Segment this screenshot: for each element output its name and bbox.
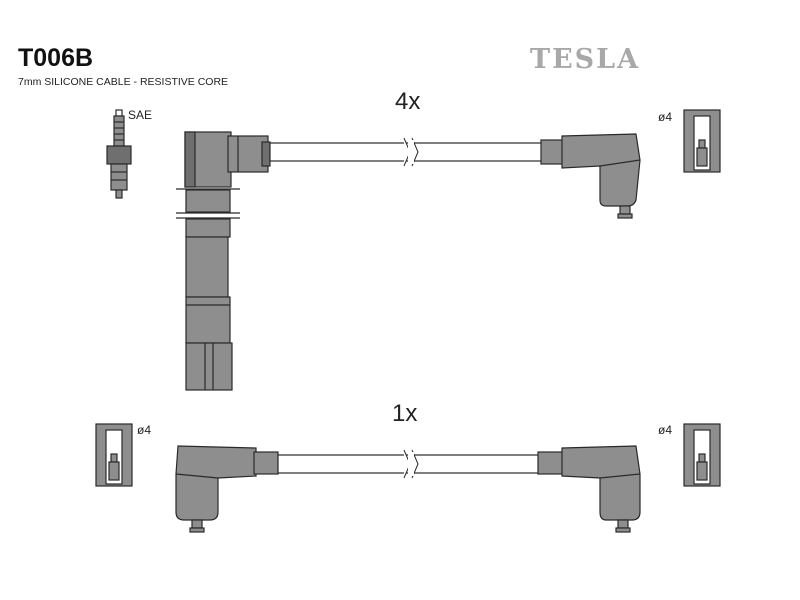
upper-plug-boot <box>176 131 271 391</box>
lower-left-terminal-icon <box>95 423 133 487</box>
spark-plug-type-label: SAE <box>128 108 153 122</box>
cable-description: 7mm SILICONE CABLE - RESISTIVE CORE <box>18 76 229 88</box>
lower-cable <box>277 449 541 479</box>
lower-quantity-label: 1x <box>392 400 418 427</box>
upper-coil-boot <box>540 133 641 219</box>
lower-right-terminal-diameter-label: ø4 <box>658 423 673 437</box>
upper-terminal-icon <box>683 109 721 173</box>
spark-plug-icon <box>106 109 132 199</box>
brand-logo: TESLA <box>530 44 641 75</box>
part-number-title: T006B <box>18 44 94 72</box>
upper-cable <box>269 137 545 167</box>
lower-left-boot <box>175 445 279 533</box>
lower-left-terminal-diameter-label: ø4 <box>137 423 152 437</box>
lower-right-boot <box>537 445 641 533</box>
upper-quantity-label: 4x <box>395 88 421 115</box>
upper-terminal-diameter-label: ø4 <box>658 110 673 124</box>
lower-right-terminal-icon <box>683 423 721 487</box>
